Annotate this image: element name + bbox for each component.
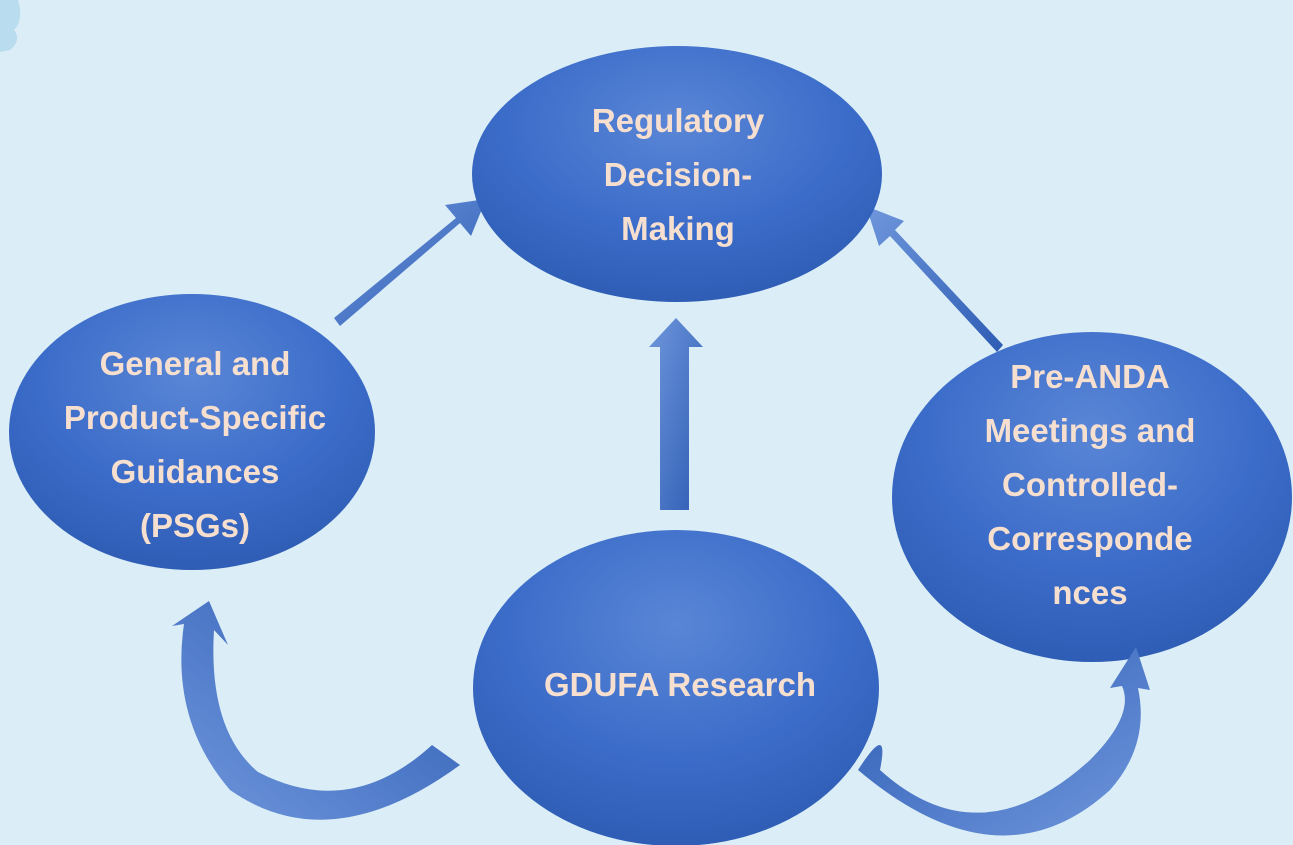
label-pre-anda-meetings: Pre-ANDA Meetings and Controlled- Corres… [984,358,1196,611]
node-gdufa-research [473,530,879,845]
label-regulatory-decision-making: Regulatory Decision- Making [591,102,765,247]
node-regulatory-decision-making [472,46,882,302]
label-gdufa-research: GDUFA Research [543,666,817,703]
arrow-right-to-top [866,206,1003,352]
arrow-left-to-top [334,199,486,326]
curved-arrow-center-to-right [858,647,1150,836]
corner-decoration [0,0,21,52]
curved-arrow-center-to-left [172,601,460,820]
node-general-product-guidances [9,294,375,570]
node-pre-anda-meetings [892,332,1292,662]
arrow-center-to-top [649,318,703,510]
label-general-product-guidances: General and Product-Specific Guidances (… [63,345,327,544]
